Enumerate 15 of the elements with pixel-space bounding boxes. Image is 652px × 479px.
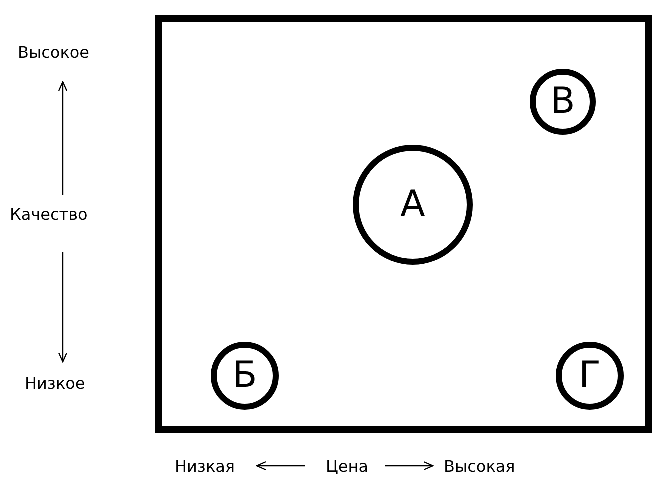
circle-letter: Б — [232, 358, 258, 394]
circle-letter: В — [550, 84, 576, 120]
category-circle — [556, 342, 624, 410]
circle-letter: Г — [579, 358, 601, 394]
category-circle — [211, 342, 279, 410]
chart-frame — [155, 15, 652, 433]
axis-label: Высокое — [18, 45, 90, 61]
axis-label: Низкая — [175, 459, 236, 475]
axis-label: Низкое — [25, 376, 86, 392]
axis-label: Высокая — [444, 459, 516, 475]
category-circle — [530, 69, 596, 135]
circle-letter: А — [400, 187, 426, 223]
axis-label: Цена — [326, 459, 369, 475]
axis-label: Качество — [10, 207, 88, 223]
category-circle — [353, 145, 473, 265]
